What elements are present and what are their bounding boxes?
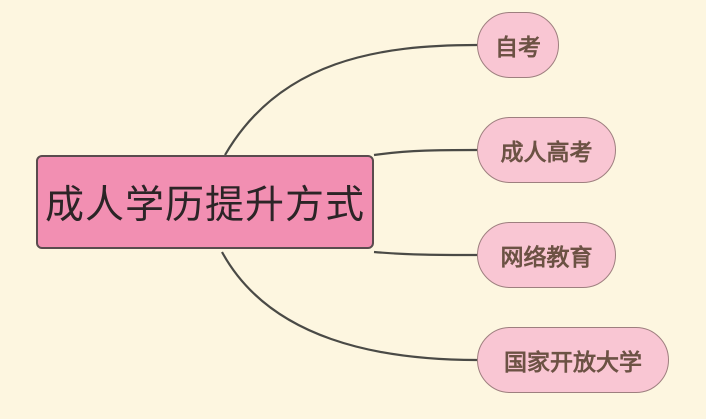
branch-label: 网络教育 [500,245,593,271]
branch-node-guojiakaifangdaxue[interactable]: 国家开放大学 [477,327,669,393]
branch-node-zikao[interactable]: 自考 [477,12,559,78]
connector-guojiakaifangdaxue [221,251,478,362]
connector-chengrengaokao [373,148,478,157]
branch-node-wangluojiaoyu[interactable]: 网络教育 [477,222,616,288]
branch-node-chengrengaokao[interactable]: 成人高考 [477,117,616,183]
branch-label: 自考 [495,35,541,61]
branch-label: 国家开放大学 [504,350,642,376]
central-topic-node[interactable]: 成人学历提升方式 [36,155,374,249]
connector-wangluojiaoyu [373,250,478,257]
branch-label: 成人高考 [500,140,593,166]
central-topic-label: 成人学历提升方式 [44,183,365,228]
connector-zikao [224,43,478,156]
